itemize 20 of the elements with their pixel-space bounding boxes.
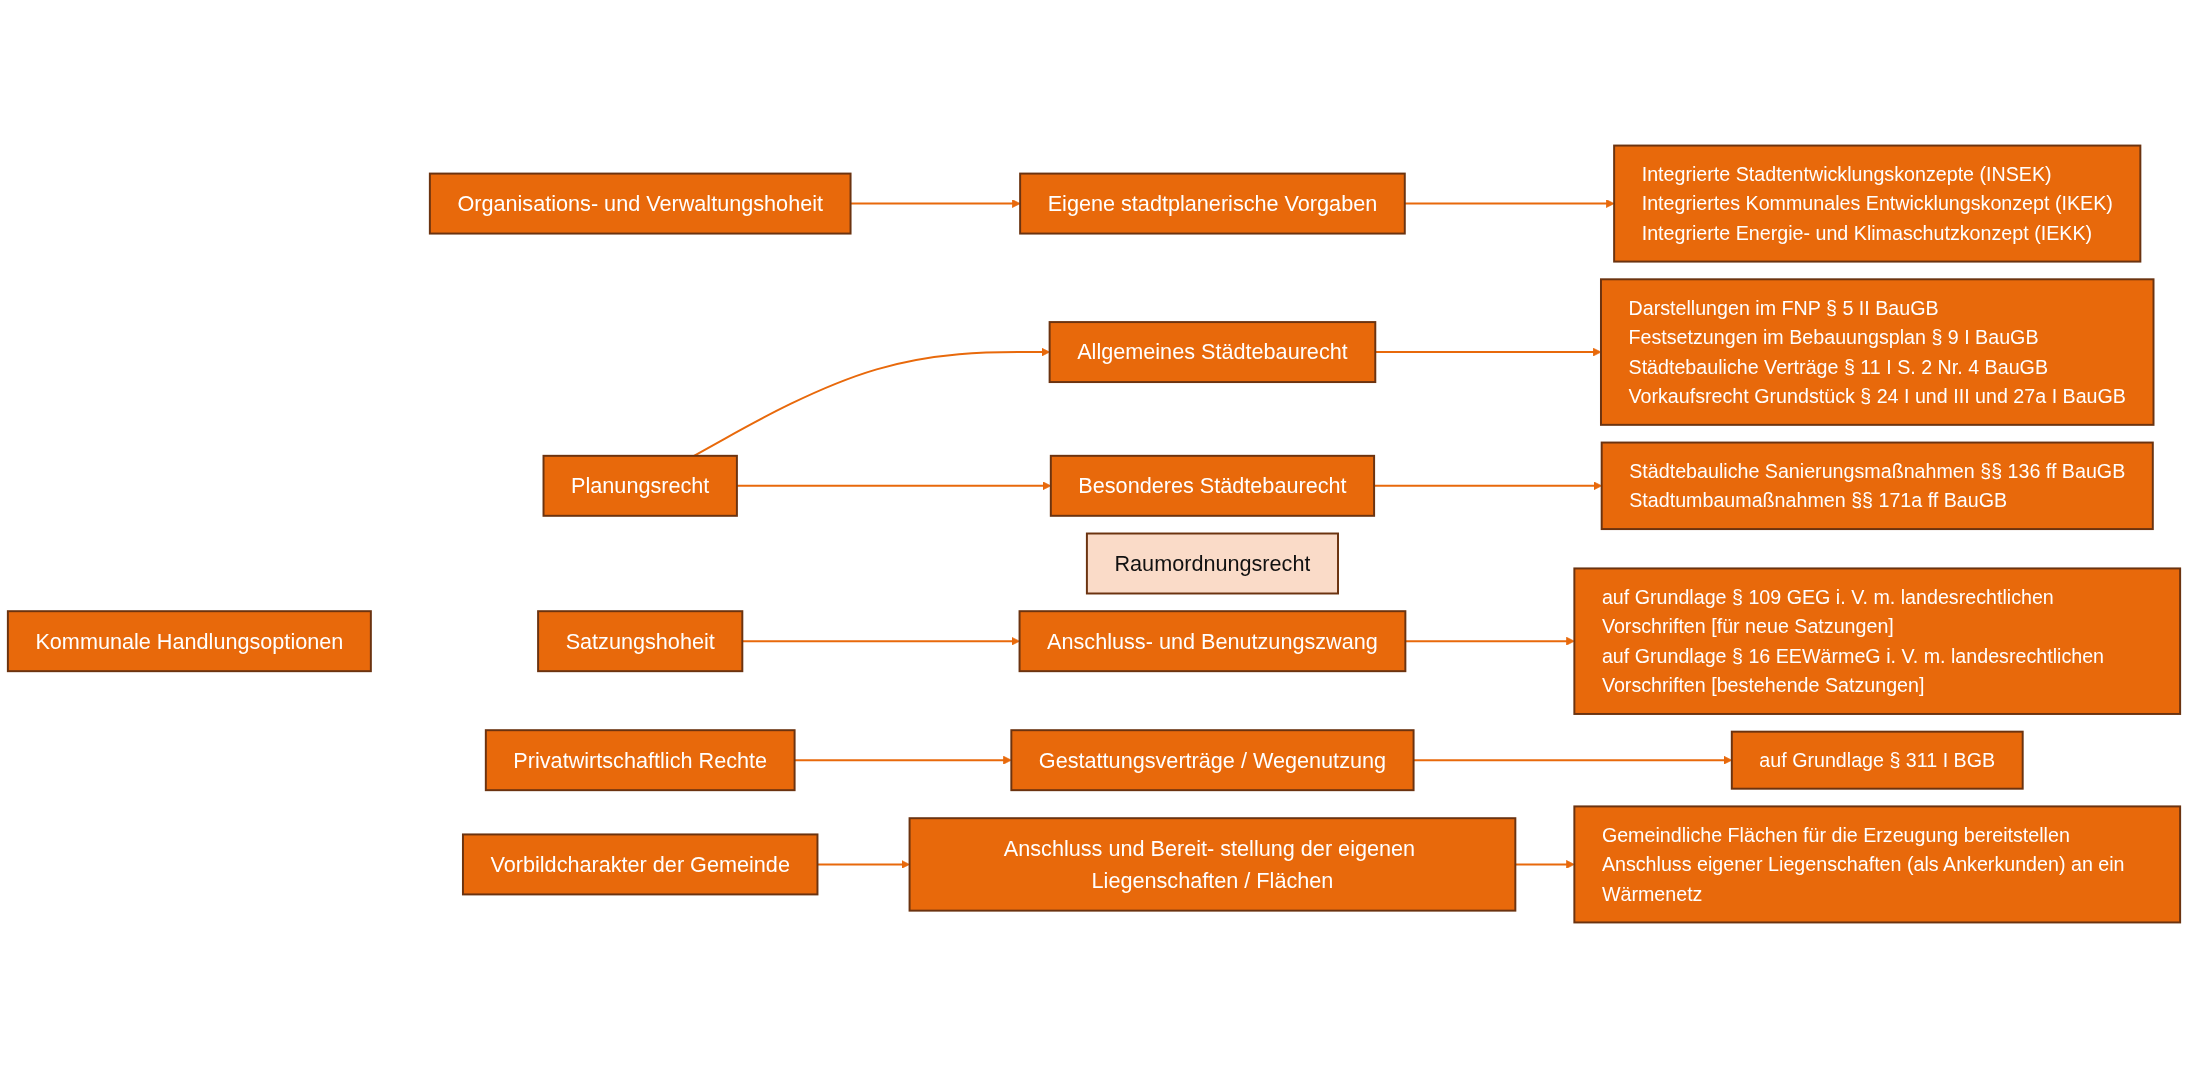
arrow [693,347,1050,457]
node-box: Gestattungsverträge / Wegenutzung [1010,729,1415,792]
node-box: Gemeindliche Flächen für die Erzeugung bereitstellen Anschluss eigener Liegenschaften (als Ankerkunden) an ein Wärmenetz [1573,805,2182,924]
node-box: Allgemeines Städtebaurecht [1048,321,1377,384]
node-box: Satzungshoheit [537,610,744,673]
node-box: Vorbildcharakter der Gemeinde [461,833,819,896]
node-box: Darstellungen im FNP § 5 II BauGB Festsetzungen im Bebauungsplan § 9 I BauGB Städtebauliche Verträge § 11 I S. 2 Nr. 4 BauGB Vorkaufsrecht Grundstück § 24 I und III und 27a I BauGB [1600,278,2155,426]
node-box: Anschluss- und Benutzungszwang [1018,610,1407,673]
node-box: Anschluss und Bereit- stellung der eigenen Liegenschaften / Flächen [908,817,1517,912]
node-box: auf Grundlage § 109 GEG i. V. m. landesrechtlichen Vorschriften [für neue Satzungen] auf Grundlage § 16 EEWärmeG i. V. m. landesrechtlichen Vorschriften [bestehende Satzungen] [1573,567,2182,715]
node-box: Organisations- und Verwaltungshoheit [428,172,852,235]
node-box: auf Grundlage § 311 I BGB [1730,730,2024,790]
node-box: Privatwirtschaftlich Rechte [484,729,796,792]
node-box: Städtebauliche Sanierungsmaßnahmen §§ 136 ff BauGB Stadtumbaumaßnahmen §§ 171a ff BauGB [1600,441,2154,531]
node-box: Besonderes Städtebaurecht [1049,454,1376,517]
node-box: Eigene stadtplanerische Vorgaben [1019,172,1406,235]
node-box: Integrierte Stadtentwicklungskonzepte (INSEK) Integriertes Kommunales Entwicklungskonzept (IKEK) Integrierte Energie- und Klimaschutzkonzept (IEKK) [1613,144,2142,263]
node-box: Raumordnungsrecht [1085,532,1339,595]
node-box: Planungsrecht [542,454,738,517]
node-box: Kommunale Handlungsoptionen [6,610,372,673]
